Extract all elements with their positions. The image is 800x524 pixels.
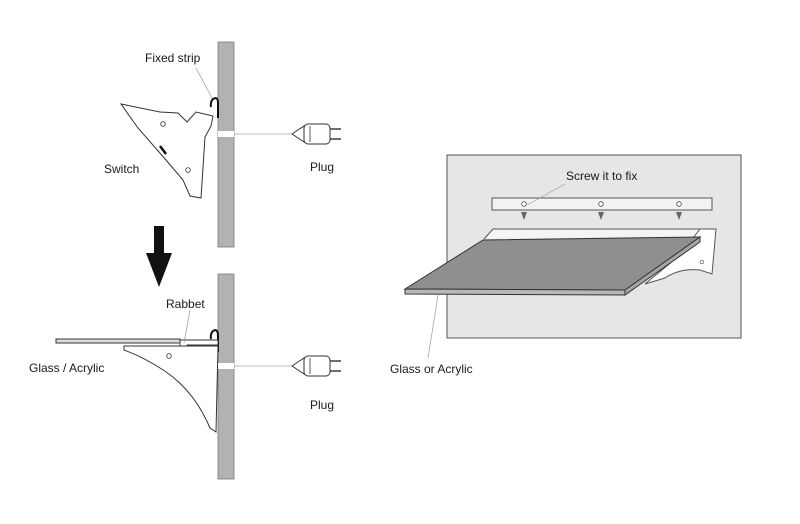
glass-shelf-edge [404,288,626,296]
wall-mount-view [403,154,742,339]
label-glass-acrylic-left: Glass / Acrylic [29,361,104,375]
fixed-strip-hook-bottom [209,329,219,352]
label-plug-top: Plug [310,160,334,174]
screw-hole-2 [598,201,604,207]
leader-glass-right [427,294,439,359]
support-bracket [123,345,219,433]
wire-pass-top [218,131,234,137]
down-arrow [146,226,172,287]
leader-fixed-strip [195,67,213,99]
label-glass-or-acrylic-right: Glass or Acrylic [390,362,473,376]
screw-hole-1 [521,201,527,207]
glass-panel-left [55,338,181,344]
label-switch: Switch [104,162,139,176]
screw-1 [521,212,527,220]
plug-bottom [291,355,341,377]
bracket-hole-bottom [166,353,172,359]
wall-section-bottom [217,273,235,480]
wire-pass-bottom [218,363,234,369]
fixed-strip-hook-top [209,97,219,118]
plug-top [291,123,341,145]
bracket-hole-right [699,259,705,265]
screw-hole-3 [676,201,682,207]
label-screw-it-to-fix: Screw it to fix [566,169,637,183]
screws [521,201,682,220]
top-assembly [119,41,341,248]
bottom-assembly [55,273,341,480]
label-rabbet: Rabbet [166,297,205,311]
bracket-hole-top-2 [185,167,191,173]
label-fixed-strip: Fixed strip [145,51,201,65]
switch-mark [159,145,167,155]
label-plug-bottom: Plug [310,398,334,412]
screw-2 [598,212,604,220]
leader-rabbet [183,309,191,344]
wall-section-top [217,41,235,248]
switch-bracket [119,103,214,199]
leader-screw [526,183,566,206]
screw-3 [676,212,682,220]
glass-shelf-side [624,236,701,296]
bracket-hole-top-1 [160,121,166,127]
